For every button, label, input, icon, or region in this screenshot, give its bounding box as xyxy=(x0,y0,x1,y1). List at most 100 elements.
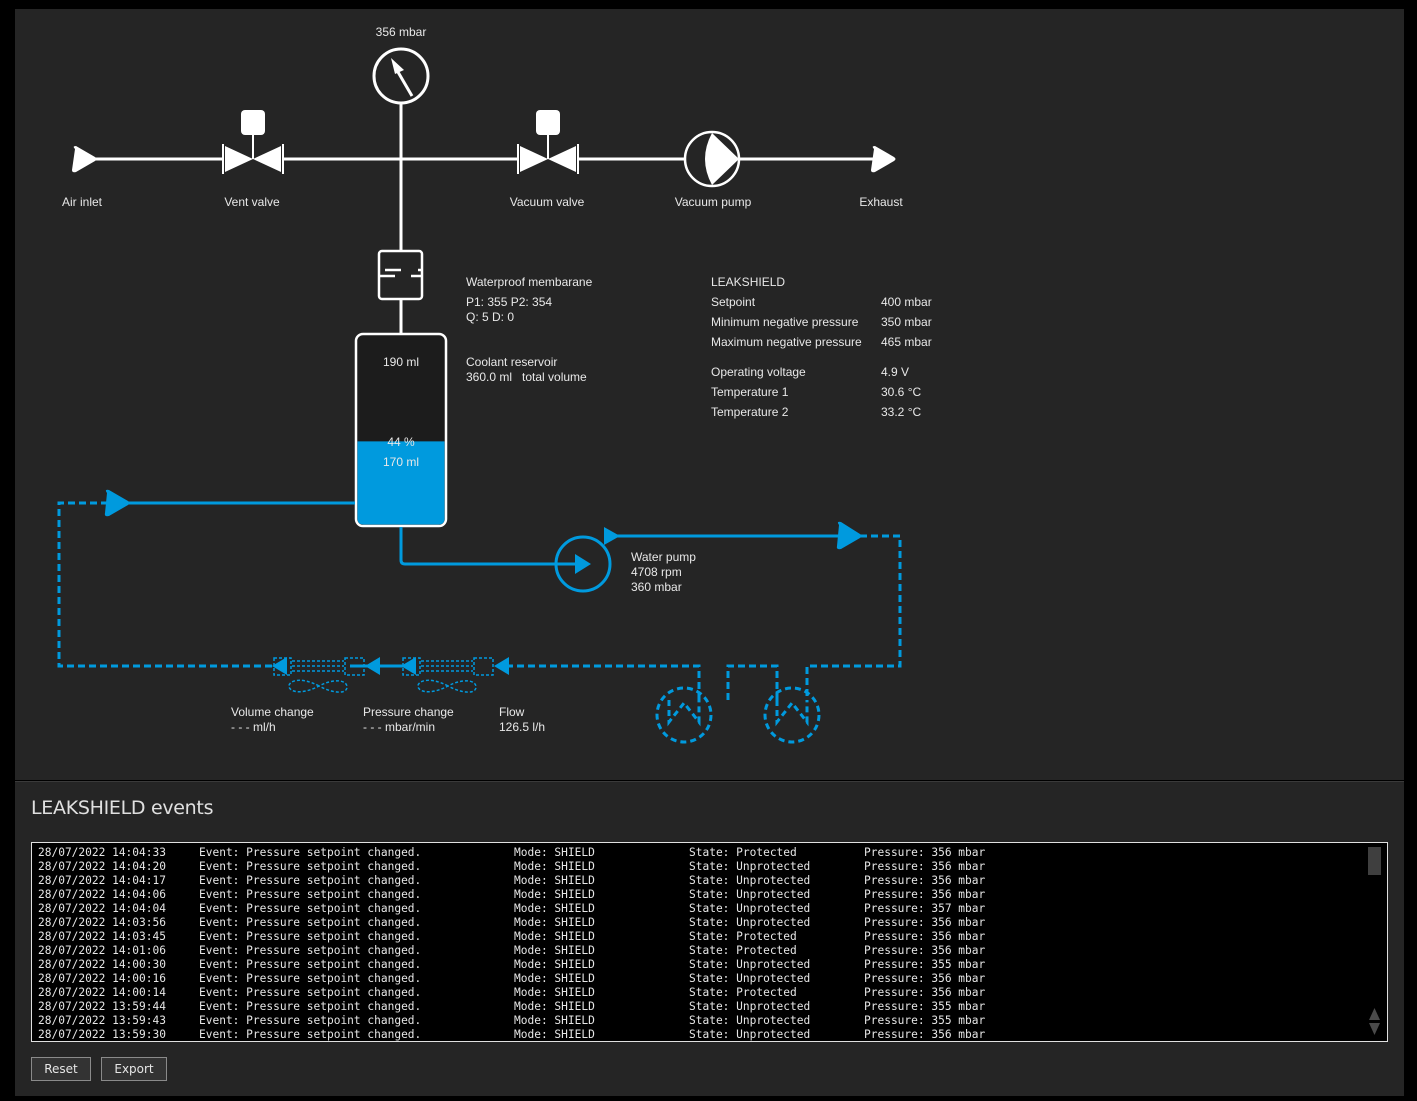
scroll-up-icon[interactable] xyxy=(1369,1008,1380,1020)
volume-change-label: Volume change xyxy=(231,705,314,719)
flow-value: 126.5 l/h xyxy=(499,720,546,734)
event-state: State: Unprotected xyxy=(689,1014,811,1027)
event-description: Event: Pressure setpoint changed. xyxy=(199,986,422,999)
membrane-qd: Q: 5 D: 0 xyxy=(466,310,515,324)
event-state: State: Unprotected xyxy=(689,860,811,873)
event-state: State: Unprotected xyxy=(689,1000,811,1013)
event-mode: Mode: SHIELD xyxy=(514,1000,595,1013)
pressure-gauge-icon xyxy=(372,47,430,105)
event-description: Event: Pressure setpoint changed. xyxy=(199,888,422,901)
coolant-reservoir xyxy=(354,332,448,528)
event-pressure: Pressure: 356 mbar xyxy=(864,986,986,999)
reservoir-empty-volume: 190 ml xyxy=(382,355,420,369)
event-pressure: Pressure: 356 mbar xyxy=(864,972,986,985)
volume-change-value: - - - ml/h xyxy=(231,720,276,734)
event-pressure: Pressure: 356 mbar xyxy=(864,944,986,957)
vacuum-valve-label: Vacuum valve xyxy=(509,195,585,209)
event-state: State: Unprotected xyxy=(689,972,811,985)
vacuum-pump-label: Vacuum pump xyxy=(674,195,752,209)
water-pump-pressure: 360 mbar xyxy=(631,580,682,594)
pressure-change-label: Pressure change xyxy=(363,705,454,719)
event-pressure: Pressure: 356 mbar xyxy=(864,888,986,901)
water-pump-icon[interactable] xyxy=(554,535,612,593)
event-mode: Mode: SHIELD xyxy=(514,888,595,901)
coolant-dashed-pipe xyxy=(805,534,902,700)
export-button[interactable]: Export xyxy=(101,1057,167,1081)
event-mode: Mode: SHIELD xyxy=(514,916,595,929)
event-time: 28/07/2022 14:03:45 xyxy=(38,930,166,943)
event-time: 28/07/2022 13:59:44 xyxy=(38,1000,166,1013)
flow-arrow-icon xyxy=(365,657,380,675)
flow-arrow-icon xyxy=(494,657,509,675)
reset-button[interactable]: Reset xyxy=(31,1057,91,1081)
event-description: Event: Pressure setpoint changed. xyxy=(199,1028,422,1041)
reservoir-fill-level xyxy=(357,441,445,525)
scroll-down-icon[interactable] xyxy=(1369,1023,1380,1035)
event-state: State: Unprotected xyxy=(689,916,811,929)
event-description: Event: Pressure setpoint changed. xyxy=(199,874,422,887)
event-state: State: Unprotected xyxy=(689,1028,811,1041)
event-description: Event: Pressure setpoint changed. xyxy=(199,846,422,859)
leakshield-title: LEAKSHIELD xyxy=(711,275,786,289)
event-state: State: Unprotected xyxy=(689,902,811,915)
event-description: Event: Pressure setpoint changed. xyxy=(199,958,422,971)
coolant-return-pipe xyxy=(57,501,275,668)
flow-arrow-icon xyxy=(104,489,130,517)
outlet-arrow-icon xyxy=(871,146,896,173)
event-time: 28/07/2022 14:04:20 xyxy=(38,860,166,873)
coolant-dashed-pipe xyxy=(726,664,779,700)
scrollbar-thumb[interactable] xyxy=(1368,847,1381,875)
event-description: Event: Pressure setpoint changed. xyxy=(199,944,422,957)
event-state: State: Protected xyxy=(689,846,797,859)
flow-arrow-icon xyxy=(401,657,416,675)
event-time: 28/07/2022 14:01:06 xyxy=(38,944,166,957)
reservoir-fill-volume: 170 ml xyxy=(382,455,420,469)
membrane-title: Waterproof membarane xyxy=(466,275,593,289)
event-mode: Mode: SHIELD xyxy=(514,944,595,957)
temperature2-label: Temperature 2 xyxy=(711,405,789,419)
min-pressure-label: Minimum negative pressure xyxy=(711,315,859,329)
event-pressure: Pressure: 356 mbar xyxy=(864,860,986,873)
coolant-pipe xyxy=(399,527,580,566)
reservoir-fill-percent: 44 % xyxy=(387,435,415,449)
event-pressure: Pressure: 356 mbar xyxy=(864,874,986,887)
event-time: 28/07/2022 13:59:30 xyxy=(38,1028,166,1041)
event-pressure: Pressure: 357 mbar xyxy=(864,902,986,915)
event-time: 28/07/2022 14:03:56 xyxy=(38,916,166,929)
event-mode: Mode: SHIELD xyxy=(514,930,595,943)
scrollbar-arrows[interactable] xyxy=(1367,1007,1382,1037)
air-inlet-label: Air inlet xyxy=(61,195,103,209)
event-description: Event: Pressure setpoint changed. xyxy=(199,916,422,929)
event-state: State: Protected xyxy=(689,930,797,943)
event-pressure: Pressure: 355 mbar xyxy=(864,1000,986,1013)
setpoint-label: Setpoint xyxy=(711,295,756,309)
event-description: Event: Pressure setpoint changed. xyxy=(199,860,422,873)
membrane-pressures: P1: 355 P2: 354 xyxy=(466,295,553,309)
pressure-change-value: - - - mbar/min xyxy=(363,720,435,734)
event-pressure: Pressure: 355 mbar xyxy=(864,1014,986,1027)
vent-valve-label: Vent valve xyxy=(224,195,280,209)
event-pressure: Pressure: 356 mbar xyxy=(864,930,986,943)
vacuum-valve-icon[interactable] xyxy=(517,110,579,174)
pressure-sensor-icon xyxy=(402,657,494,693)
event-time: 28/07/2022 14:00:30 xyxy=(38,958,166,971)
membrane-icon xyxy=(377,249,424,301)
temperature1-label: Temperature 1 xyxy=(711,385,789,399)
event-mode: Mode: SHIELD xyxy=(514,902,595,915)
temperature2-value: 33.2 °C xyxy=(881,405,922,419)
voltage-label: Operating voltage xyxy=(711,365,806,379)
vent-valve-icon[interactable] xyxy=(222,110,284,174)
events-title: LEAKSHIELD events xyxy=(31,797,214,819)
event-mode: Mode: SHIELD xyxy=(514,972,595,985)
flow-label: Flow xyxy=(499,705,525,719)
event-time: 28/07/2022 14:00:16 xyxy=(38,972,166,985)
coolant-dashed-pipe xyxy=(505,664,701,700)
event-mode: Mode: SHIELD xyxy=(514,874,595,887)
max-pressure-label: Maximum negative pressure xyxy=(711,335,862,349)
temperature1-value: 30.6 °C xyxy=(881,385,922,399)
event-description: Event: Pressure setpoint changed. xyxy=(199,972,422,985)
vacuum-pump-icon[interactable] xyxy=(683,130,741,188)
volume-sensor-icon xyxy=(273,657,365,693)
event-pressure: Pressure: 356 mbar xyxy=(864,1028,986,1041)
